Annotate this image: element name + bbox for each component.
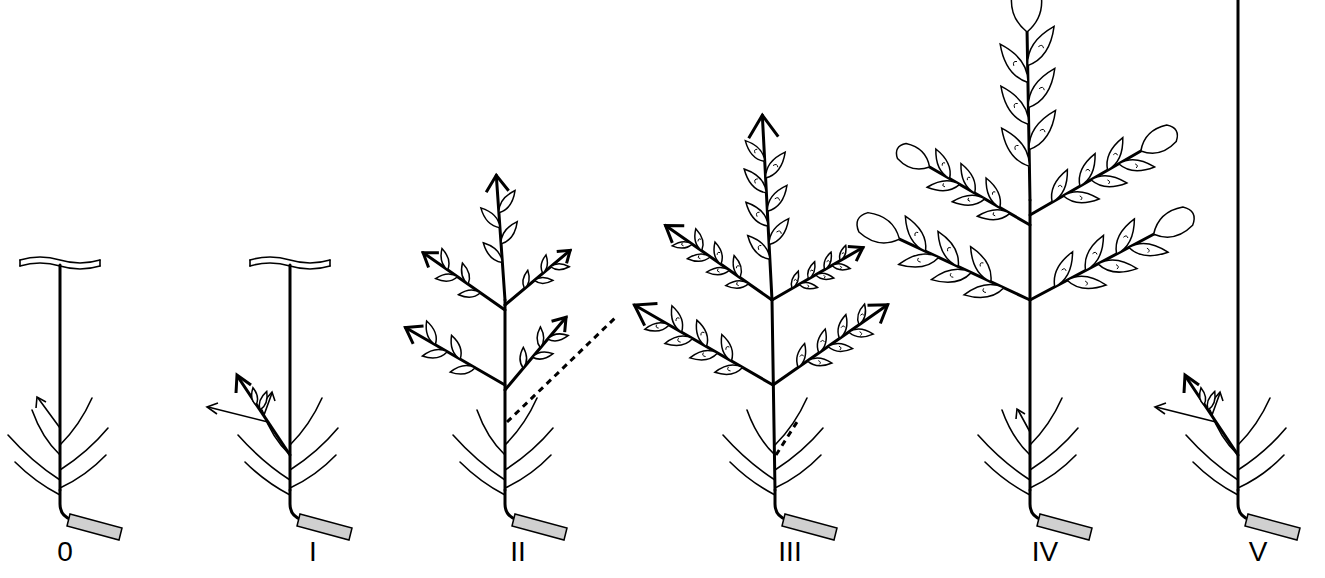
stage-1-plant — [207, 257, 352, 540]
stage-4-plant — [846, 0, 1206, 540]
stage-label: III — [778, 538, 801, 566]
stage-label: 0 — [57, 538, 73, 566]
stage-5-plant — [1155, 0, 1300, 540]
stage-label: IV — [1032, 538, 1058, 566]
stage-3-plant — [624, 114, 899, 540]
stage-0-plant — [8, 257, 122, 540]
stage-label: I — [309, 538, 317, 566]
stage-label: V — [1249, 538, 1268, 566]
stage-label: II — [510, 538, 526, 566]
stage-2-plant — [396, 174, 615, 540]
